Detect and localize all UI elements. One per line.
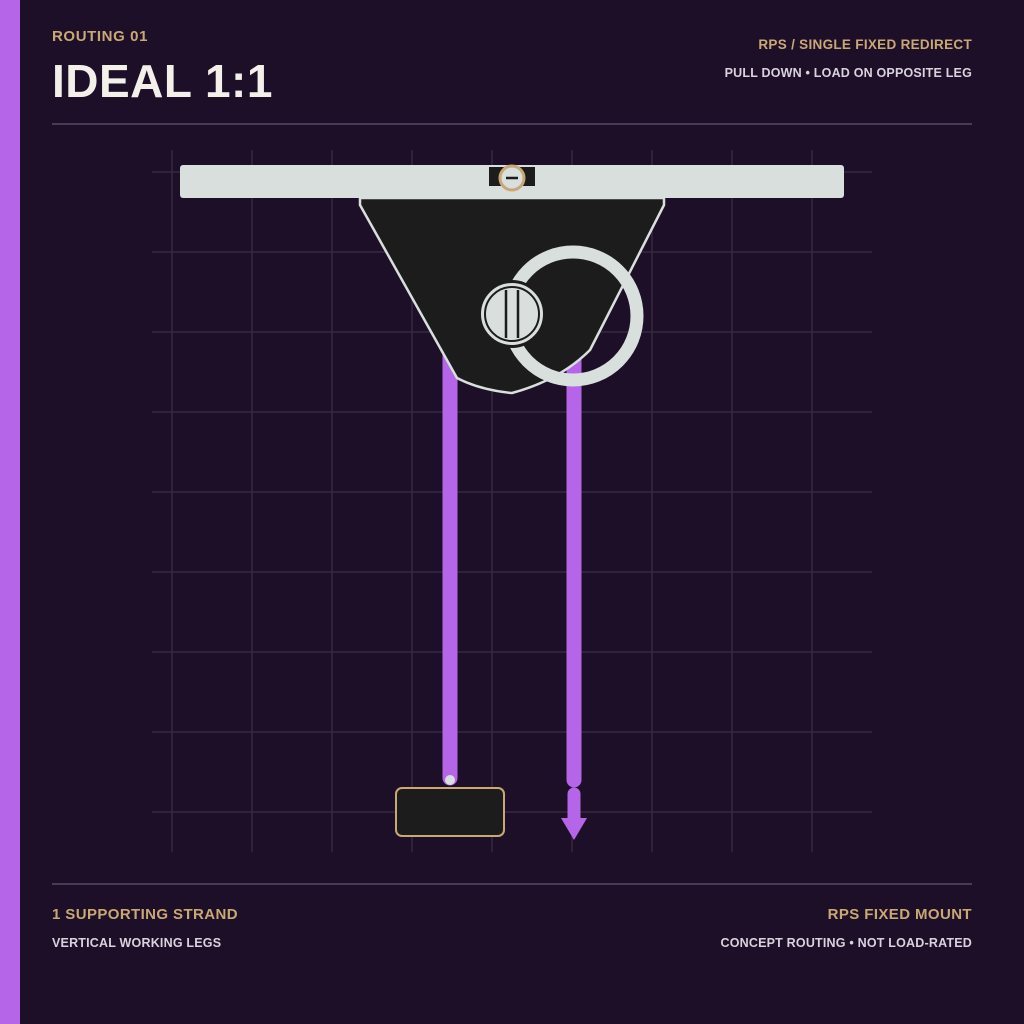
subtitle-pull-note: PULL DOWN • LOAD ON OPPOSITE LEG [724,66,972,80]
working-legs-label: VERTICAL WORKING LEGS [52,936,222,950]
accent-bar [0,0,20,1024]
load-attachment-point [445,775,455,785]
pull-arrow-icon [561,818,587,840]
load-block [395,787,505,837]
background-grid [152,150,872,852]
axle-bolt-icon [479,281,545,347]
header-divider [52,123,972,125]
disclaimer-label: CONCEPT ROUTING • NOT LOAD-RATED [720,936,972,950]
page-title: IDEAL 1:1 [52,55,273,107]
mount-label: RPS FIXED MOUNT [827,906,972,923]
supporting-strand-label: 1 SUPPORTING STRAND [52,906,238,923]
routing-label: ROUTING 01 [52,28,149,45]
subtitle-redirect: RPS / SINGLE FIXED REDIRECT [758,37,972,52]
axle-bolt-rim [484,286,540,342]
footer-divider [52,883,972,885]
